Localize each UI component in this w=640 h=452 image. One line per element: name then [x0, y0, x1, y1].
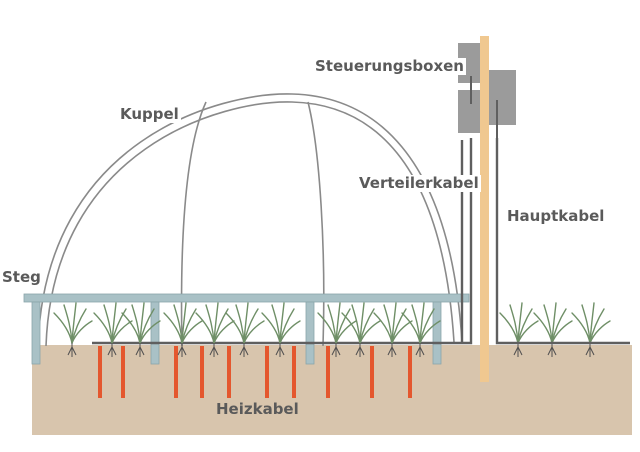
grass-blade [235, 304, 245, 344]
box-cable-stub [470, 76, 498, 138]
grass-blade [327, 304, 337, 344]
heating-cables [98, 346, 412, 398]
steg-deck [23, 293, 470, 303]
grass-plant-icon [533, 302, 573, 357]
grass-blade [213, 320, 235, 344]
grass-blade [581, 304, 591, 344]
steg-post [31, 301, 41, 365]
dome-outer-arc [37, 93, 463, 347]
grass-blade [411, 304, 421, 344]
main-cable [495, 138, 630, 345]
grass-blade [71, 320, 93, 344]
grass-blade [359, 320, 381, 344]
steg-walkway [23, 293, 470, 365]
grass-blade [279, 320, 301, 344]
label-steg: Steg [0, 268, 43, 286]
plant-root [547, 343, 557, 357]
plant-root [177, 343, 187, 357]
heating-cable [174, 346, 178, 398]
dome-inner-arc [45, 101, 455, 347]
label-heizkabel: Heizkabel [216, 400, 299, 418]
distribution-cable [92, 138, 473, 345]
grass-plant-icon [499, 302, 539, 357]
grass-plant-icon [225, 302, 265, 357]
grass-blade [205, 304, 215, 344]
plant-root [387, 343, 397, 357]
grass-plant-icon [163, 302, 203, 357]
plants-group [53, 302, 611, 357]
grass-blade [589, 320, 611, 344]
dome-rib-right [307, 101, 325, 347]
heating-cable [408, 346, 412, 398]
control-box-icon [488, 70, 516, 125]
steg-post [305, 301, 315, 365]
plant-root [275, 343, 285, 357]
grass-blade [139, 320, 161, 344]
heating-cable [292, 346, 296, 398]
grass-plant-icon [53, 302, 93, 357]
distribution-cable-run [92, 138, 473, 345]
grass-plant-icon [261, 302, 301, 357]
ground [32, 345, 632, 435]
plant-root [135, 343, 145, 357]
grass-blade [63, 304, 73, 344]
grass-blade [271, 304, 281, 344]
heating-cable [227, 346, 231, 398]
plant-root [209, 343, 219, 357]
plant-root [67, 343, 77, 357]
grass-plant-icon [401, 302, 441, 357]
plant-root [239, 343, 249, 357]
heating-cable [326, 346, 330, 398]
grass-blade [131, 304, 141, 344]
dome-rib-left [180, 101, 207, 347]
grass-plant-icon [121, 302, 161, 357]
grass-blade [103, 304, 113, 344]
steg-post [150, 301, 160, 365]
main-pole [480, 36, 489, 382]
heating-cable [98, 346, 102, 398]
grass-blade [517, 320, 539, 344]
grass-plant-icon [317, 302, 357, 357]
grass-blade [509, 304, 519, 344]
label-kuppel: Kuppel [118, 105, 181, 123]
control-boxes [458, 43, 516, 133]
grass-blade [181, 320, 203, 344]
grass-blade [543, 304, 553, 344]
plant-root [331, 343, 341, 357]
heating-cable [121, 346, 125, 398]
label-hauptkabel: Hauptkabel [505, 207, 607, 225]
grass-plant-icon [341, 302, 381, 357]
grass-blade [419, 320, 441, 344]
grass-plant-icon [195, 302, 235, 357]
plant-root [415, 343, 425, 357]
plant-root [355, 343, 365, 357]
grass-blade [383, 304, 393, 344]
grass-blade [551, 320, 573, 344]
grass-blade [351, 304, 361, 344]
plant-root [585, 343, 595, 357]
heating-cable [370, 346, 374, 398]
plant-root [513, 343, 523, 357]
heating-cable [265, 346, 269, 398]
heating-cable [200, 346, 204, 398]
plant-root [107, 343, 117, 357]
grass-plant-icon [571, 302, 611, 357]
grass-blade [335, 320, 357, 344]
label-verteilerkabel: Verteilerkabel [357, 174, 481, 192]
steg-post [432, 301, 442, 365]
label-steuerungsboxen: Steuerungsboxen [313, 57, 466, 75]
grass-blade [243, 320, 265, 344]
